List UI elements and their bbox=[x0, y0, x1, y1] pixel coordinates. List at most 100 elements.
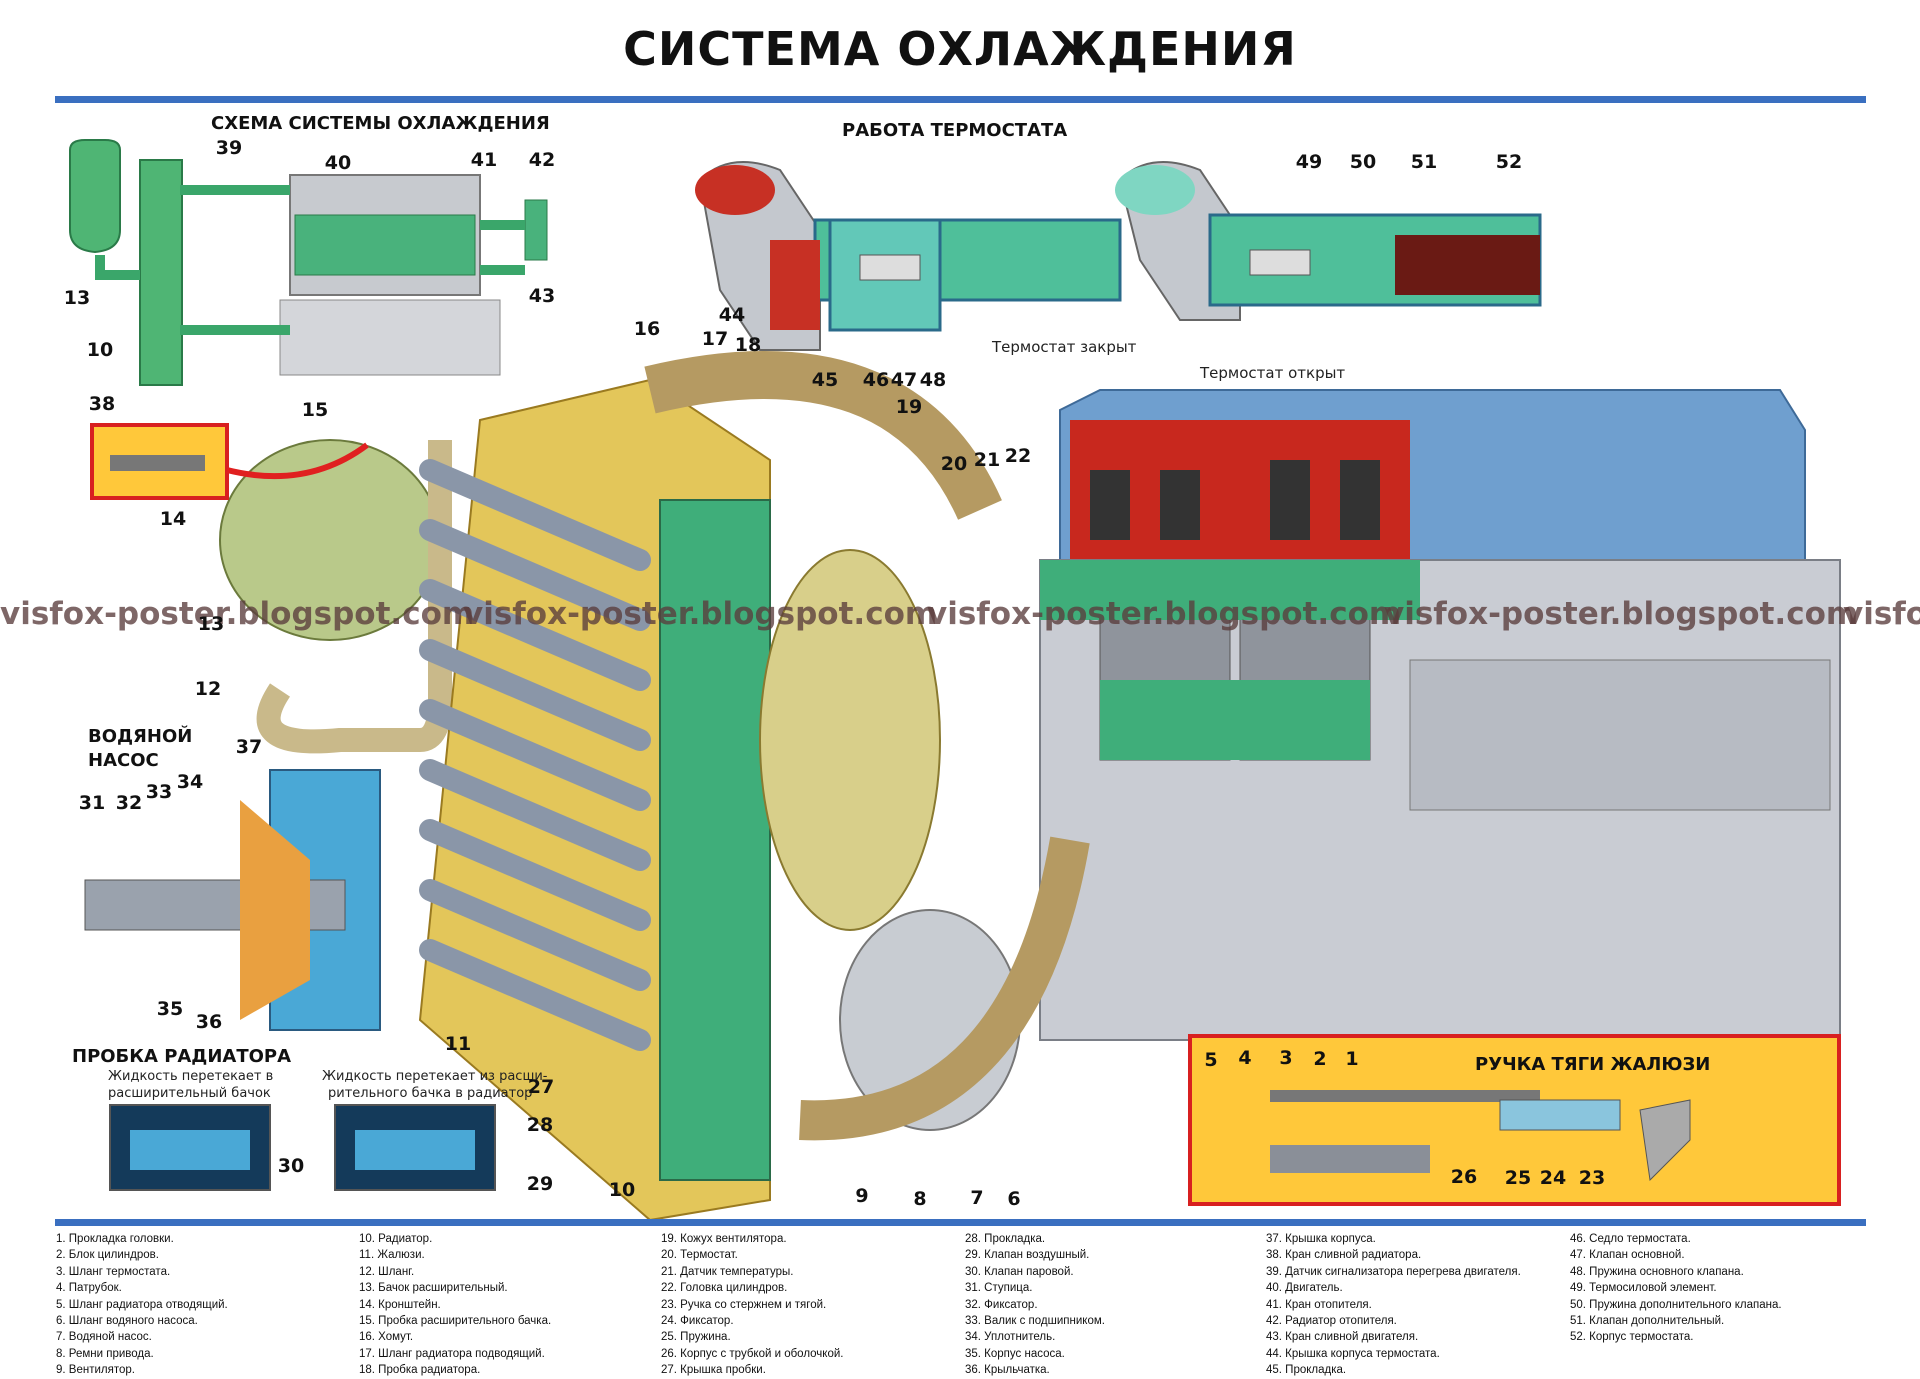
radiator-illustration bbox=[418, 378, 771, 1222]
legend-item: 27. Крышка пробки. bbox=[661, 1364, 766, 1377]
callout: 22 bbox=[1004, 445, 1032, 467]
legend-item: 31. Ступица. bbox=[965, 1282, 1033, 1295]
legend-item: 16. Хомут. bbox=[359, 1331, 414, 1344]
cap-right-caption-2: рительного бачка в радиатор bbox=[328, 1086, 533, 1101]
callout: 16 bbox=[633, 318, 661, 340]
callout: 17 bbox=[701, 328, 729, 350]
legend-item: 52. Корпус термостата. bbox=[1570, 1331, 1694, 1344]
callout: 44 bbox=[718, 304, 746, 326]
legend-item: 28. Прокладка. bbox=[965, 1233, 1046, 1245]
callout: 23 bbox=[1578, 1167, 1606, 1189]
callout: 47 bbox=[890, 369, 918, 391]
callout: 43 bbox=[528, 285, 556, 307]
legend-item: 6. Шланг водяного насоса. bbox=[56, 1315, 198, 1328]
watermark: visfox-poster.blogspot.com bbox=[927, 596, 1402, 632]
callout: 10 bbox=[608, 1179, 636, 1201]
legend-item: 35. Корпус насоса. bbox=[965, 1347, 1065, 1360]
callout: 6 bbox=[1007, 1188, 1021, 1210]
engine-illustration bbox=[1039, 389, 1841, 1041]
scheme-diagram bbox=[69, 139, 548, 386]
legend-item: 10. Радиатор. bbox=[359, 1233, 433, 1245]
callout: 49 bbox=[1295, 151, 1323, 173]
legend-item: 17. Шланг радиатора подводящий. bbox=[359, 1347, 545, 1360]
water-pump-illustration bbox=[84, 769, 381, 1031]
legend-item: 21. Датчик температуры. bbox=[661, 1265, 794, 1278]
callout: 45 bbox=[811, 369, 839, 391]
radiator-cap-heading: ПРОБКА РАДИАТОРА bbox=[72, 1046, 292, 1067]
legend-item: 7. Водяной насос. bbox=[56, 1331, 152, 1344]
legend-item: 11. Жалюзи. bbox=[359, 1249, 425, 1262]
callout: 4 bbox=[1238, 1047, 1252, 1069]
legend-item: 36. Крыльчатка. bbox=[965, 1364, 1050, 1377]
callout: 52 bbox=[1495, 151, 1523, 173]
callout: 40 bbox=[324, 152, 352, 174]
legend-item: 5. Шланг радиатора отводящий. bbox=[56, 1298, 228, 1311]
legend-item: 14. Кронштейн. bbox=[359, 1298, 441, 1311]
legend-divider bbox=[55, 1219, 1866, 1226]
watermark: visfox-poster.blogspot.com bbox=[0, 596, 475, 632]
callout: 42 bbox=[528, 149, 556, 171]
callout: 10 bbox=[86, 339, 114, 361]
callout: 1 bbox=[1345, 1048, 1359, 1070]
callout: 13 bbox=[197, 613, 225, 635]
callout: 29 bbox=[526, 1173, 554, 1195]
legend-item: 45. Прокладка. bbox=[1266, 1364, 1347, 1377]
callout: 28 bbox=[526, 1114, 554, 1136]
radiator-cap-illustrations bbox=[109, 1104, 496, 1191]
callout: 36 bbox=[195, 1011, 223, 1033]
legend-item: 43. Кран сливной двигателя. bbox=[1266, 1331, 1419, 1344]
thermostat-heading: РАБОТА ТЕРМОСТАТА bbox=[842, 120, 1068, 141]
legend-item: 32. Фиксатор. bbox=[965, 1298, 1038, 1311]
top-divider bbox=[55, 96, 1866, 103]
callout: 31 bbox=[78, 792, 106, 814]
callout: 2 bbox=[1313, 1048, 1327, 1070]
legend-column: 1. Прокладка головки.2. Блок цилиндров.3… bbox=[56, 1231, 228, 1379]
legend-item: 47. Клапан основной. bbox=[1570, 1249, 1685, 1262]
callout: 11 bbox=[444, 1033, 472, 1055]
legend-item: 37. Крышка корпуса. bbox=[1266, 1233, 1376, 1245]
legend-item: 24. Фиксатор. bbox=[661, 1315, 734, 1328]
cap-right-caption-1: Жидкость перетекает из расши- bbox=[322, 1069, 548, 1084]
callout: 8 bbox=[913, 1188, 927, 1210]
poster-title: СИСТЕМА ОХЛАЖДЕНИЯ bbox=[623, 22, 1297, 76]
handle-illustration bbox=[1270, 1090, 1691, 1182]
callout: 21 bbox=[973, 449, 1001, 471]
callout: 38 bbox=[88, 393, 116, 415]
callout: 3 bbox=[1279, 1047, 1293, 1069]
legend-item: 22. Головка цилиндров. bbox=[661, 1282, 788, 1295]
thermostat-open-illustration bbox=[1115, 161, 1542, 321]
legend-item: 46. Седло термостата. bbox=[1570, 1233, 1691, 1245]
legend-item: 20. Термостат. bbox=[661, 1249, 738, 1262]
callout: 33 bbox=[145, 781, 173, 803]
parts-legend: 1. Прокладка головки.2. Блок цилиндров.3… bbox=[0, 1231, 1920, 1376]
callout: 46 bbox=[862, 369, 890, 391]
callout: 15 bbox=[301, 399, 329, 421]
callout: 48 bbox=[919, 369, 947, 391]
callout: 50 bbox=[1349, 151, 1377, 173]
callout: 9 bbox=[855, 1185, 869, 1207]
callout: 51 bbox=[1410, 151, 1438, 173]
callout: 18 bbox=[734, 334, 762, 356]
lower-hose bbox=[799, 836, 1090, 1141]
water-pump-heading-line2: НАСОС bbox=[88, 750, 159, 771]
legend-column: 28. Прокладка.29. Клапан воздушный.30. К… bbox=[965, 1231, 1105, 1379]
legend-item: 12. Шланг. bbox=[359, 1265, 415, 1278]
legend-item: 13. Бачок расширительный. bbox=[359, 1282, 508, 1295]
legend-item: 38. Кран сливной радиатора. bbox=[1266, 1249, 1422, 1262]
callout: 39 bbox=[215, 137, 243, 159]
watermark: visfox-poster.blogspot.com bbox=[1384, 596, 1859, 632]
legend-item: 39. Датчик сигнализатора перегрева двига… bbox=[1266, 1265, 1521, 1278]
callout: 27 bbox=[527, 1076, 555, 1098]
legend-item: 15. Пробка расширительного бачка. bbox=[359, 1315, 552, 1328]
callout: 34 bbox=[176, 771, 204, 793]
legend-item: 8. Ремни привода. bbox=[56, 1347, 154, 1360]
watermark: visfox-poster.blogspot.com bbox=[463, 596, 938, 632]
callout: 14 bbox=[159, 508, 187, 530]
callout: 26 bbox=[1450, 1166, 1478, 1188]
expansion-tank-illustration bbox=[219, 439, 452, 754]
legend-item: 30. Клапан паровой. bbox=[965, 1265, 1074, 1278]
legend-item: 9. Вентилятор. bbox=[56, 1364, 135, 1377]
callout: 19 bbox=[895, 396, 923, 418]
water-pump-heading-line1: ВОДЯНОЙ bbox=[88, 726, 193, 747]
